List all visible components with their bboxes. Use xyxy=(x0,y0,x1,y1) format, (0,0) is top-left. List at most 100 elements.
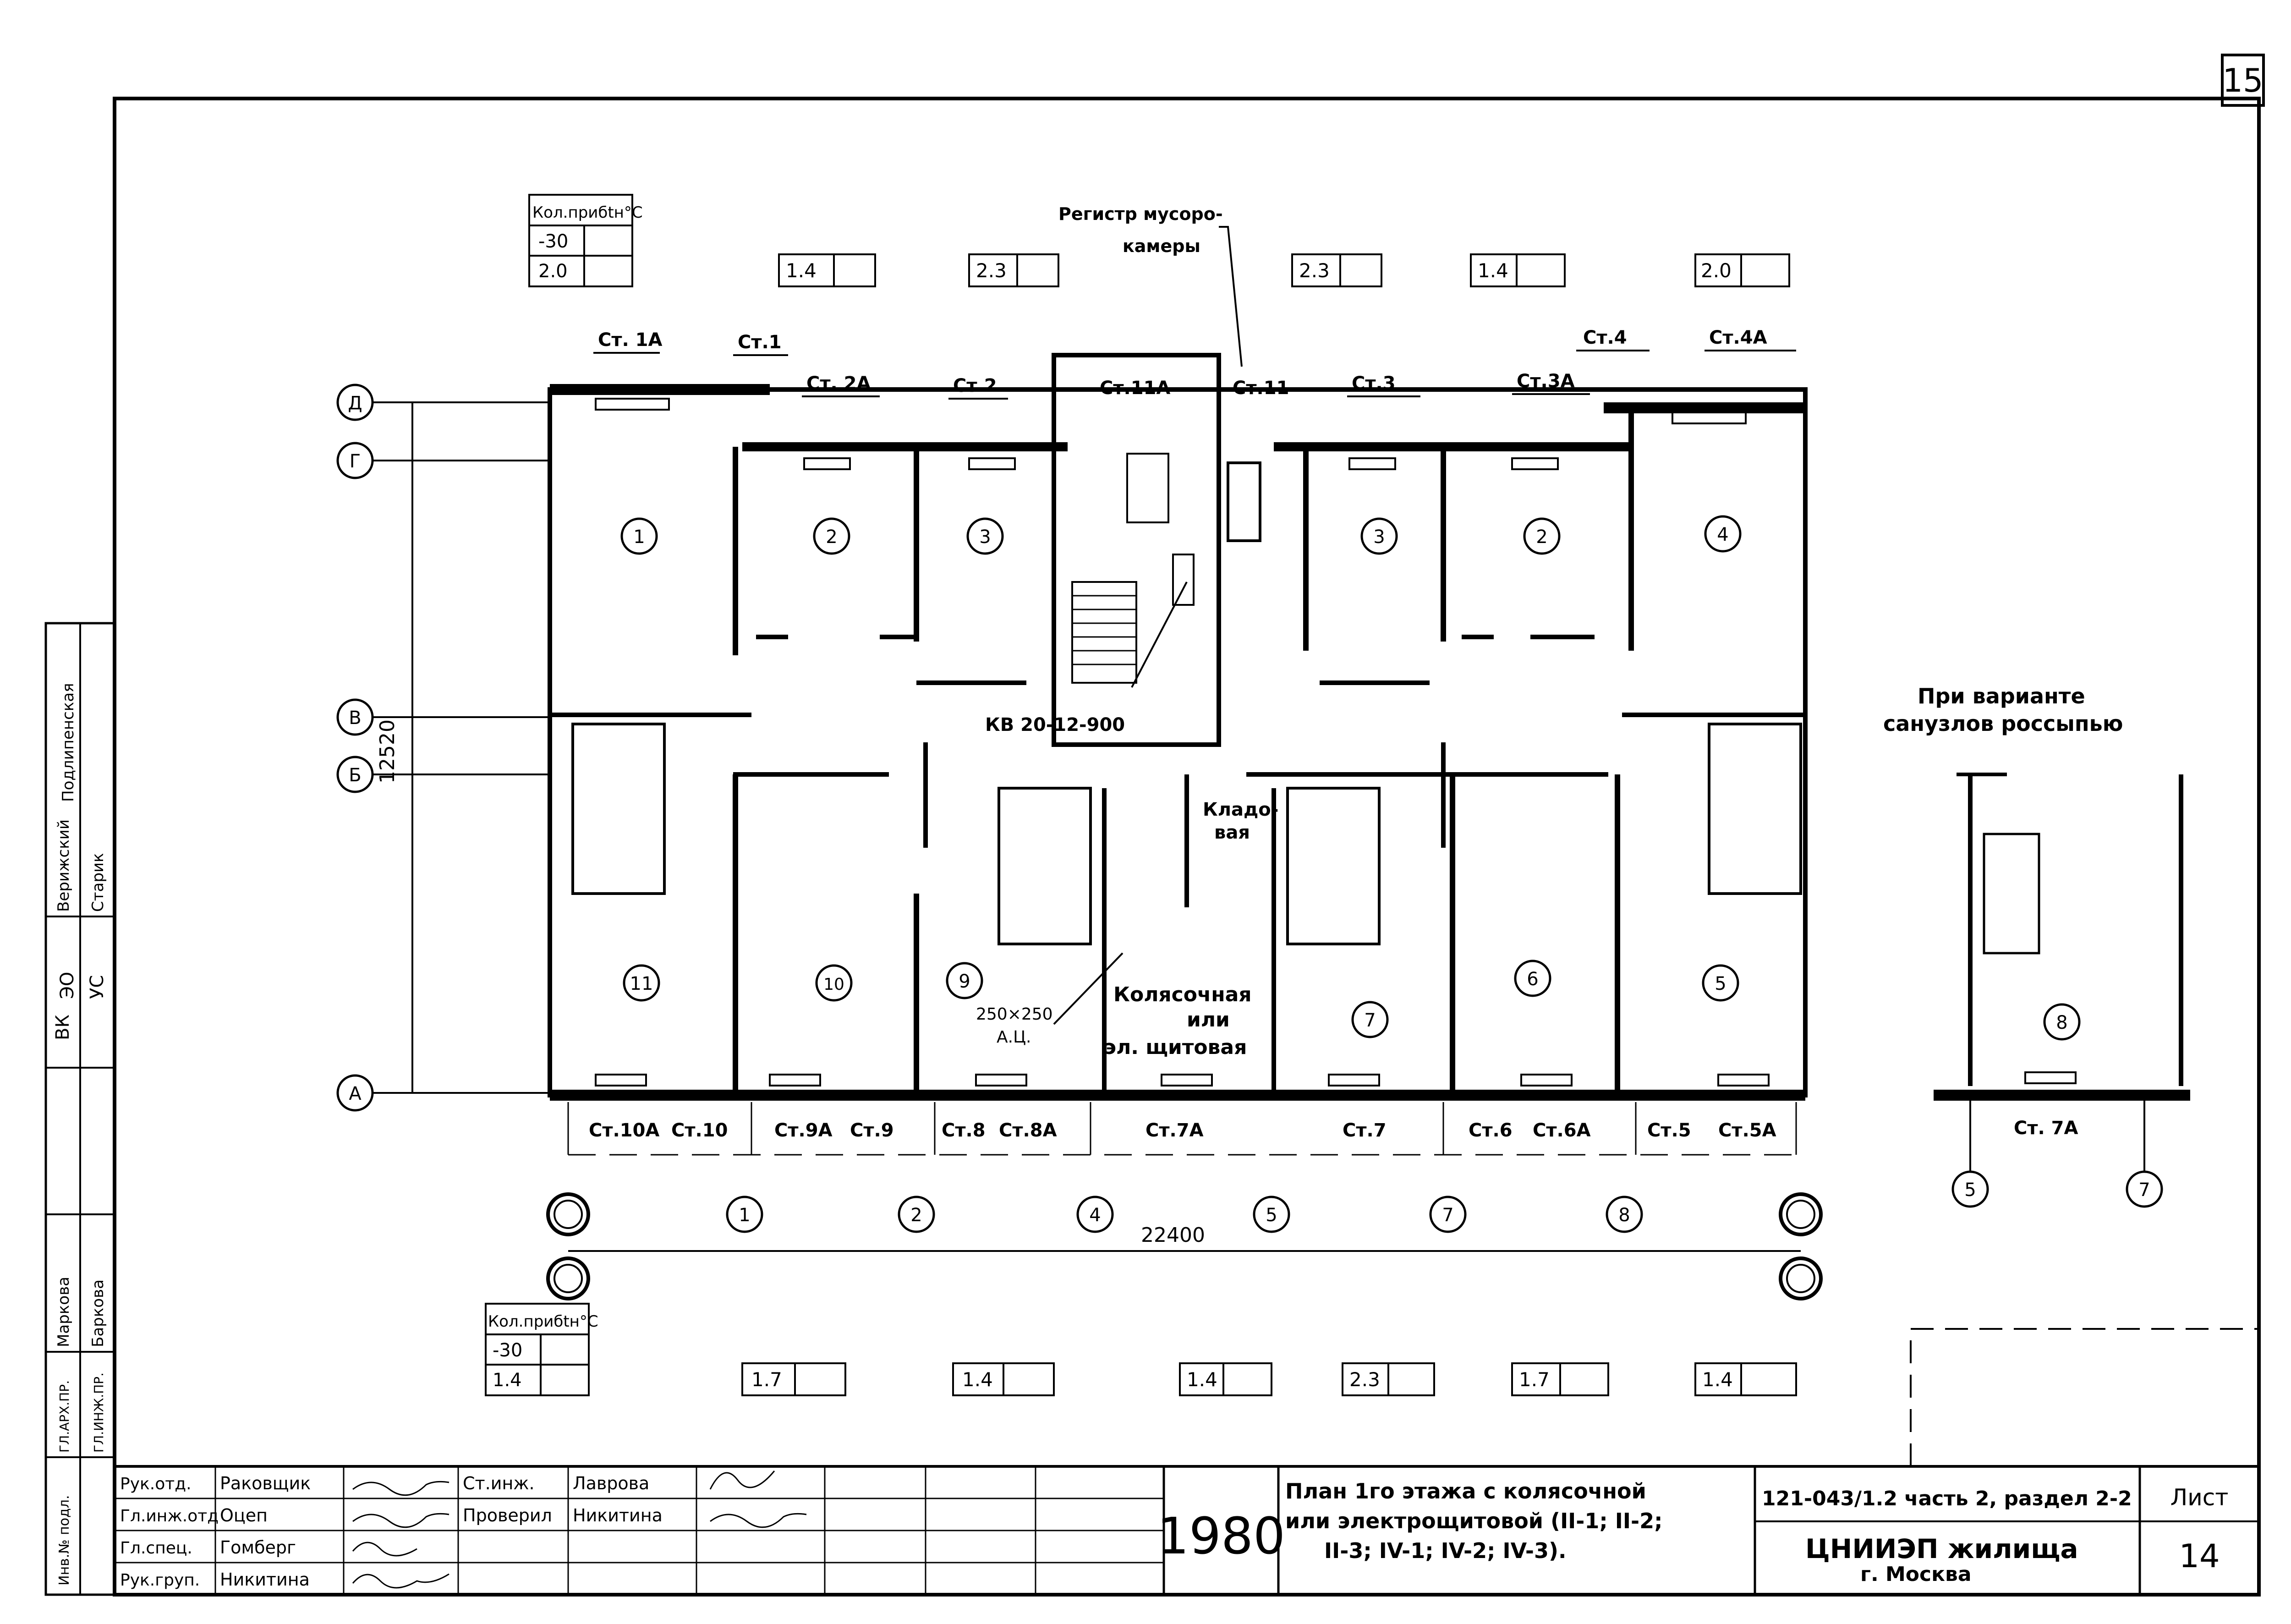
tb-city: г. Москва xyxy=(1860,1563,1972,1586)
axis-d: Д xyxy=(348,393,362,414)
tb-title-3: II-3; IV-1; IV-2; IV-3). xyxy=(1324,1538,1566,1563)
axis-2: 2 xyxy=(910,1205,922,1226)
riser-7a: Ст.7А xyxy=(1146,1120,1204,1141)
room-3b: 3 xyxy=(1373,527,1385,548)
stamp-name-barkova: Баркова xyxy=(89,1279,107,1347)
register-label-1: Регистр мусоро- xyxy=(1058,204,1223,224)
axis-5: 5 xyxy=(1266,1205,1277,1226)
sheet-number: 15 xyxy=(2222,62,2263,99)
top-value-4: 1.4 xyxy=(1478,259,1508,282)
room-6: 6 xyxy=(1527,969,1538,990)
room-2: 2 xyxy=(826,527,837,548)
tb-org: ЦНИИЭП жилища xyxy=(1805,1533,2078,1564)
bottom-values: 1.7 1.4 1.4 2.3 1.7 1.4 xyxy=(741,1362,1797,1396)
riser-7: Ст.7 xyxy=(1343,1120,1387,1141)
column-axes: 1 2 4 5 7 8 22400 xyxy=(546,1192,1823,1300)
dim-vertical: 12520 xyxy=(376,719,399,784)
riser-5: Ст.5 xyxy=(1647,1120,1691,1141)
stroller-label-3: эл. щитовая xyxy=(1104,1036,1247,1059)
heat-table-bottom-row2: 1.4 xyxy=(493,1370,522,1391)
top-value-1: 1.4 xyxy=(786,259,817,282)
bottom-value-2: 1.4 xyxy=(962,1368,993,1391)
riser-10: Ст.10 xyxy=(671,1120,728,1141)
variant-axis-7: 7 xyxy=(2138,1180,2150,1201)
side-stamp: ВК ЭО УС Верижский Подлипенская Старик М… xyxy=(44,622,116,1596)
bottom-value-3: 1.4 xyxy=(1187,1368,1217,1391)
tb-name2-1: Лаврова xyxy=(573,1473,649,1493)
riser-3: Ст.3 xyxy=(1352,373,1396,394)
room-11: 11 xyxy=(630,973,653,994)
bottom-value-6: 1.4 xyxy=(1702,1368,1733,1391)
riser-1a: Ст. 1А xyxy=(598,329,662,351)
stamp-name-markova: Маркова xyxy=(55,1277,73,1347)
tb-role2-1: Ст.инж. xyxy=(463,1473,535,1493)
signature-2 xyxy=(352,1513,449,1528)
heat-table-top-row1: -30 xyxy=(538,231,568,252)
room-9: 9 xyxy=(959,971,970,992)
register-label-2: камеры xyxy=(1123,236,1200,256)
risers-top: Ст. 1А Ст.1 Ст. 2А Ст.2 Ст.11А Ст.11 Ст.… xyxy=(593,327,1796,400)
riser-11a: Ст.11А xyxy=(1100,378,1170,399)
stamp-role-gl-inzh: ГЛ.ИНЖ.ПР. xyxy=(91,1372,106,1453)
room-10: 10 xyxy=(823,975,844,994)
riser-11: Ст.11 xyxy=(1233,378,1289,399)
riser-10a: Ст.10А xyxy=(589,1120,659,1141)
heat-table-top-header: Кол.прибtн°С xyxy=(532,203,643,222)
room-markers: 1 2 3 3 2 4 11 10 9 7 6 5 xyxy=(620,515,1742,1038)
room-4: 4 xyxy=(1717,524,1728,545)
tb-project-code: 121-043/1.2 часть 2, раздел 2-2 xyxy=(1762,1487,2132,1510)
tb-name-1: Раковщик xyxy=(220,1473,311,1493)
stamp-role-us: УС xyxy=(87,975,108,999)
riser-2: Ст.2 xyxy=(953,375,997,396)
bottom-value-5: 1.7 xyxy=(1519,1368,1550,1391)
tb-year: 1980 xyxy=(1157,1507,1285,1565)
stroller-label-1: Колясочная xyxy=(1113,983,1252,1006)
axis-7: 7 xyxy=(1442,1205,1453,1226)
variant-plan: При варианте санузлов россыпью 8 Ст. 7А … xyxy=(1883,684,2190,1208)
stamp-role-gl-arh: ГЛ.АРХ.ПР. xyxy=(57,1380,72,1453)
riser-1: Ст.1 xyxy=(738,332,782,353)
top-value-5: 2.0 xyxy=(1701,259,1732,282)
row-axes: Д Г В Б А 12520 xyxy=(336,384,550,1112)
axis-g: Г xyxy=(350,451,361,472)
axis-8: 8 xyxy=(1618,1205,1630,1226)
top-value-3: 2.3 xyxy=(1299,259,1330,282)
storage-label-2: вая xyxy=(1214,822,1250,843)
riser-5a: Ст.5А xyxy=(1718,1120,1776,1141)
duct-leader xyxy=(1053,952,1124,1025)
axis-v: В xyxy=(349,708,361,729)
tb-name2-2: Никитина xyxy=(573,1505,663,1525)
tb-sheet-label: Лист xyxy=(2170,1484,2229,1511)
risers-bottom: Ст.10А Ст.10 Ст.9А Ст.9 Ст.8 Ст.8А Ст.7А… xyxy=(567,1102,1797,1156)
title-block: Рук.отд. Гл.инж.отд Гл.спец. Рук.груп. Р… xyxy=(113,1465,2260,1596)
top-value-2: 2.3 xyxy=(976,259,1007,282)
axis-b: Б xyxy=(349,765,361,786)
variant-room: 8 xyxy=(2056,1012,2067,1033)
heaters-bottom xyxy=(595,1074,1770,1086)
variant-axis-5: 5 xyxy=(1964,1180,1976,1201)
tb-role-1: Рук.отд. xyxy=(120,1475,192,1493)
riser-4: Ст.4 xyxy=(1583,327,1627,348)
heaters-top xyxy=(595,398,1747,470)
tb-name-2: Оцеп xyxy=(220,1505,268,1525)
stamp-name-verizhsky: Верижский xyxy=(55,819,73,912)
bottom-value-4: 2.3 xyxy=(1349,1368,1380,1391)
stamp-name-podlipenskaya: Подлипенская xyxy=(59,683,77,802)
stamp-role-eo: ЭО xyxy=(57,972,78,999)
tb-name-4: Никитина xyxy=(220,1569,310,1590)
tb-name-3: Гомберг xyxy=(220,1537,296,1558)
signature-1 xyxy=(352,1481,449,1496)
heat-table-bottom-header: Кол.прибtн°С xyxy=(488,1312,598,1331)
riser-8a: Ст.8А xyxy=(999,1120,1057,1141)
tb-role-3: Гл.спец. xyxy=(120,1539,192,1558)
riser-9a: Ст.9А xyxy=(774,1120,833,1141)
signature-4 xyxy=(352,1573,449,1589)
heat-table-top: Кол.прибtн°С -30 2.0 xyxy=(528,194,643,287)
room-2b: 2 xyxy=(1536,527,1547,548)
riser-3a: Ст.3А xyxy=(1517,371,1575,392)
axis-1: 1 xyxy=(739,1205,750,1226)
heat-table-bottom-row1: -30 xyxy=(493,1340,522,1361)
sheet-number-box xyxy=(2221,54,2265,107)
riser-8: Ст.8 xyxy=(942,1120,986,1141)
